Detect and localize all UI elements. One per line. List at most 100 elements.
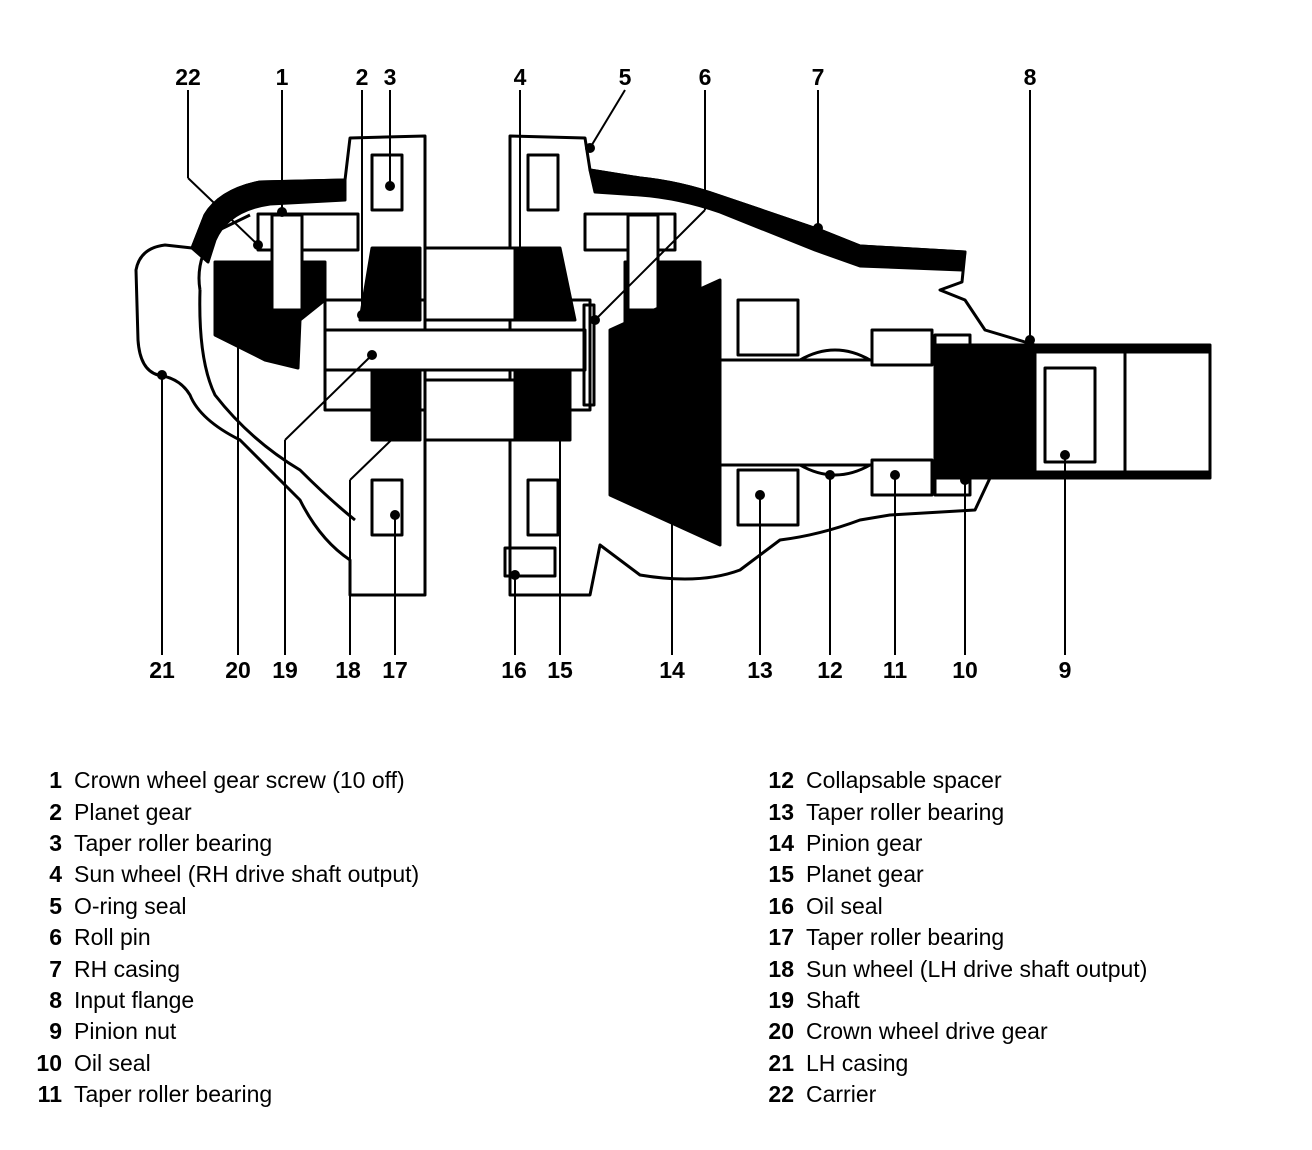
legend-label: Oil seal	[806, 892, 883, 919]
collapsable-spacer	[799, 348, 871, 477]
dot-10	[960, 475, 970, 485]
dot-13	[755, 490, 765, 500]
dot-7	[813, 223, 823, 233]
legend-label: Input flange	[74, 986, 195, 1013]
dot-17	[390, 510, 400, 520]
callout-9: 9	[1059, 657, 1072, 683]
legend-label: Roll pin	[74, 924, 151, 951]
taper-bearing-13-lower	[736, 468, 800, 527]
legend-label: Planet gear	[806, 861, 924, 888]
legend-number: 21	[768, 1049, 794, 1076]
callout-15: 15	[547, 657, 573, 683]
legend-item: 10 Oil seal	[20, 1048, 419, 1079]
callout-7: 7	[812, 64, 825, 90]
legend-number: 16	[768, 892, 794, 919]
dot-2	[357, 310, 367, 320]
shaft	[323, 328, 587, 372]
legend-label: Taper roller bearing	[806, 924, 1005, 951]
callout-8: 8	[1024, 64, 1037, 90]
sun-wheel-rh	[513, 246, 577, 322]
callout-21: 21	[149, 657, 175, 683]
pinion-nut	[1043, 366, 1097, 464]
bearing-lower-lh	[370, 478, 404, 537]
callout-11: 11	[883, 657, 908, 683]
lh-casing-dark	[190, 178, 347, 264]
dot-19	[367, 350, 377, 360]
carrier-upper	[256, 212, 360, 252]
legend-item: 2 Planet gear	[20, 796, 419, 827]
legend-number: 2	[49, 798, 62, 825]
legend-label: Pinion nut	[74, 1018, 177, 1045]
planet-gear-lower	[423, 378, 517, 442]
dot-5	[585, 143, 595, 153]
legend-item: 20 Crown wheel drive gear	[752, 1016, 1147, 1047]
dot-22	[253, 240, 263, 250]
legend-label: Planet gear	[74, 798, 192, 825]
legend-item: 6 Roll pin	[20, 922, 419, 953]
oil-seal-16	[503, 546, 557, 578]
legend-number: 15	[768, 861, 794, 888]
differential-cross-section-diagram: 22 1 2 3 4 5 6 7 8 21 20 19 18 17 16 15 …	[134, 64, 1212, 683]
input-flange-body	[1123, 350, 1212, 474]
dot-1	[277, 207, 287, 217]
legend-number: 5	[49, 892, 62, 919]
leader-22b	[187, 177, 259, 246]
legend-number: 18	[768, 955, 794, 982]
legend-label: Crown wheel gear screw (10 off)	[74, 767, 405, 794]
dot-4	[515, 261, 525, 271]
rh-casing-dark	[588, 168, 967, 272]
legend-label: Crown wheel drive gear	[806, 1018, 1048, 1045]
legend-item: 11 Taper roller bearing	[20, 1079, 419, 1110]
leader-19a	[284, 354, 373, 441]
planet-gear-lower-lh	[370, 368, 422, 442]
callout-17: 17	[382, 657, 408, 683]
legend-number: 3	[49, 829, 62, 856]
legend-label: Carrier	[806, 1081, 877, 1108]
differential-drawing	[134, 134, 1212, 597]
legend-number: 10	[36, 1049, 62, 1076]
callout-14: 14	[659, 657, 685, 683]
dot-21	[157, 370, 167, 380]
legend-label: Taper roller bearing	[74, 1081, 273, 1108]
legend-number: 17	[768, 924, 794, 951]
legend-label: Oil seal	[74, 1049, 151, 1076]
taper-bearing-11-lower	[870, 458, 934, 497]
dot-16	[510, 570, 520, 580]
callout-22: 22	[175, 64, 201, 90]
taper-bearing-13-upper	[736, 298, 800, 357]
legend-number: 4	[49, 861, 62, 888]
dot-20	[233, 315, 243, 325]
legend-number: 6	[49, 924, 62, 951]
legend-label: Collapsable spacer	[806, 767, 1002, 794]
dot-12	[825, 470, 835, 480]
legend-number: 8	[49, 986, 62, 1013]
legend-number: 20	[768, 1018, 794, 1045]
callout-labels: 22 1 2 3 4 5 6 7 8 21 20 19 18 17 16 15 …	[149, 64, 1071, 683]
leader-6b	[594, 209, 706, 321]
legend-number: 11	[37, 1081, 62, 1108]
leader-5	[589, 89, 626, 149]
dot-18	[405, 417, 415, 427]
dot-8	[1025, 335, 1035, 345]
sun-wheel-lh	[358, 246, 422, 322]
legend-label: Taper roller bearing	[806, 798, 1005, 825]
legend-label: Pinion gear	[806, 829, 923, 856]
legend-label: Sun wheel (RH drive shaft output)	[74, 861, 420, 888]
callout-6: 6	[699, 64, 712, 90]
legend-number: 7	[49, 955, 62, 982]
legend-number: 13	[768, 798, 794, 825]
callout-dots	[157, 143, 1070, 580]
planet-gear-upper	[423, 246, 517, 322]
leader-18a	[349, 421, 411, 481]
bearing-upper-lh	[370, 153, 404, 212]
callout-10: 10	[952, 657, 978, 683]
